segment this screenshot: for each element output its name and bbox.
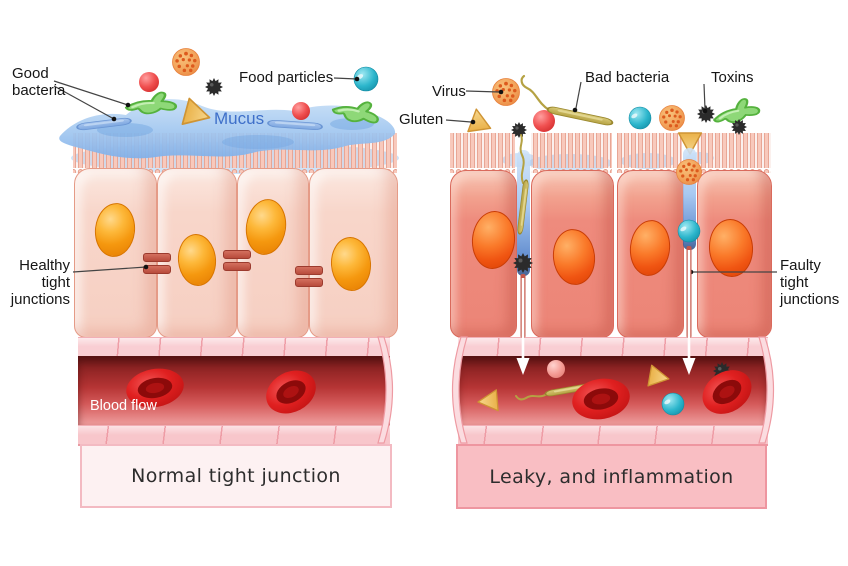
tight-junction — [223, 250, 251, 274]
gluten-in-blood-icon — [476, 389, 499, 414]
leader-lines-left — [53, 77, 358, 273]
good-bacteria-blue-icon — [77, 117, 131, 130]
red-particle-icon — [139, 72, 159, 92]
caption-leaky: Leaky, and inflammation — [456, 444, 767, 509]
vessel-end-cap — [451, 336, 468, 444]
bad-bacteria-flagellum — [519, 134, 525, 184]
red-particle-icon — [292, 102, 310, 120]
good-bacteria-green-icon — [330, 95, 382, 127]
caption-normal-text: Normal tight junction — [131, 465, 341, 487]
gluten-icon — [181, 97, 214, 132]
healthy-tight-junctions-label: Healthy tight junctions — [10, 257, 70, 308]
toxin-icon — [511, 122, 527, 138]
red-blood-cell-icon — [568, 374, 634, 424]
gluten-in-blood-icon — [647, 364, 672, 390]
blood-flow-label: Blood flow — [90, 398, 157, 414]
caption-normal: Normal tight junction — [80, 444, 392, 508]
epithelial-cell-inflamed — [617, 170, 684, 338]
bad-bacteria-flagellum — [520, 74, 551, 112]
food-particle-leaking-icon — [678, 220, 700, 242]
virus-leaking-icon — [677, 160, 702, 185]
vessel-wall-bottom — [78, 425, 390, 446]
leader-lines-right — [445, 81, 777, 273]
bad-bacteria-label: Bad bacteria — [585, 69, 670, 86]
red-blood-cell-icon — [258, 362, 324, 422]
vessel-wall-top — [458, 337, 768, 359]
vessel-end-cap — [758, 336, 775, 444]
good-bacteria-green-icon — [123, 90, 178, 117]
vessel-wall-bottom — [458, 425, 768, 446]
caption-leaky-text: Leaky, and inflammation — [489, 465, 734, 488]
bad-bacteria-icon — [547, 106, 613, 126]
bad-bacteria-flagellum — [515, 392, 549, 401]
tight-junction — [143, 253, 171, 277]
toxin-icon — [205, 78, 223, 96]
toxin-icon — [697, 105, 715, 123]
food-particle-in-blood-icon — [662, 393, 684, 415]
virus-label: Virus — [432, 83, 466, 100]
virus-icon — [173, 49, 200, 76]
leader-dots-right — [470, 89, 708, 275]
virus-icon — [660, 106, 685, 131]
gluten-icon — [464, 106, 492, 133]
good-bacteria-label: Good bacteria — [12, 65, 66, 99]
tight-junction — [295, 266, 323, 290]
toxins-label: Toxins — [711, 69, 754, 86]
leader-dots-left — [111, 76, 360, 270]
food-particle-icon — [629, 107, 651, 129]
vessel-end-cap — [377, 336, 394, 444]
good-bacteria-blue-icon — [268, 120, 322, 130]
food-particles-label: Food particles — [239, 69, 334, 86]
leak-arrow — [516, 278, 530, 375]
faulty-tight-junctions-label: Faulty tight junctions — [780, 257, 840, 308]
mucus-layer — [59, 99, 396, 159]
red-particle-in-blood-icon — [547, 360, 565, 378]
leak-arrow — [682, 250, 696, 375]
microvilli-right — [450, 133, 771, 173]
mucus-label: Mucus — [214, 109, 265, 128]
gluten-label: Gluten — [399, 111, 444, 128]
